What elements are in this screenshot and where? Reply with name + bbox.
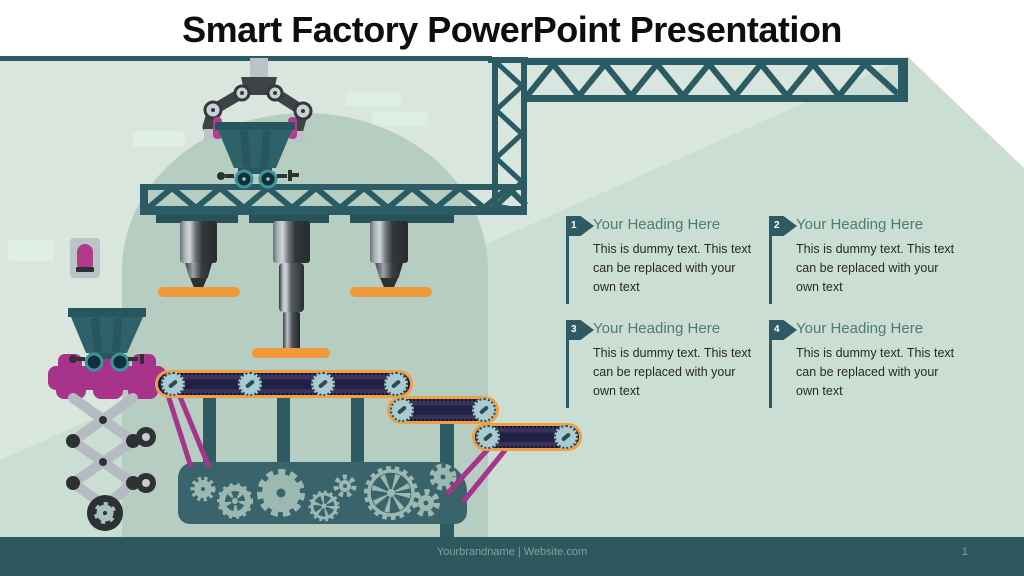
- gears: [190, 463, 457, 522]
- press-pad-2: [252, 348, 330, 358]
- flag-marker-2: 2: [769, 216, 797, 236]
- flag-marker-4: 4: [769, 320, 797, 340]
- piston-3-tip: [380, 278, 398, 287]
- alarm-lamp: [70, 238, 100, 278]
- belt-roller: [238, 372, 262, 396]
- press-mount: [350, 215, 454, 223]
- piston-3: [370, 221, 408, 263]
- flag-marker-3: 3: [566, 320, 594, 340]
- press-mount: [156, 215, 238, 223]
- belt-roller: [472, 398, 496, 422]
- window-rect: [372, 112, 428, 127]
- block-body: This is dummy text. This text can be rep…: [796, 346, 955, 398]
- piston-1: [180, 221, 217, 263]
- belt-roller: [161, 372, 185, 396]
- slide-title: Smart Factory PowerPoint Presentation: [182, 9, 842, 50]
- belt-roller: [311, 372, 335, 396]
- piston-3-head: [375, 263, 403, 278]
- belt-roller: [554, 425, 578, 449]
- support-post: [277, 394, 290, 464]
- window-rect: [133, 131, 185, 147]
- alarm-lamp-base: [76, 267, 94, 272]
- text-block-2: 2 Your Heading Here This is dummy text. …: [763, 214, 954, 304]
- window-rect: [8, 240, 54, 261]
- block-heading: Your Heading Here: [796, 216, 924, 233]
- support-post: [351, 394, 364, 464]
- press-pad-1: [158, 287, 240, 297]
- footer-bar: Yourbrandname | Website.com 1: [0, 537, 1024, 576]
- piston-2: [273, 221, 310, 263]
- text-block-1: 1 Your Heading Here This is dummy text. …: [560, 214, 751, 304]
- block-heading: Your Heading Here: [593, 216, 721, 233]
- support-post: [203, 394, 216, 464]
- text-block-4: 4 Your Heading Here This is dummy text. …: [763, 318, 954, 408]
- footer-page-number: 1: [961, 546, 968, 558]
- conveyor-belt-1: [155, 370, 413, 398]
- block-body: This is dummy text. This text can be rep…: [593, 346, 752, 398]
- flag-marker-1: 1: [566, 216, 594, 236]
- text-block-3: 3 Your Heading Here This is dummy text. …: [560, 318, 751, 408]
- piston-2-rod: [279, 263, 304, 312]
- press-mount: [249, 215, 329, 223]
- piston-1-tip: [190, 278, 207, 287]
- block-body: This is dummy text. This text can be rep…: [593, 242, 752, 294]
- alarm-lamp-dome: [77, 244, 93, 267]
- belt-roller: [476, 425, 500, 449]
- press-pad-3: [350, 287, 432, 297]
- piston-2-rod-tip: [283, 312, 300, 349]
- footer-brand: Yourbrandname | Website.com: [436, 546, 588, 558]
- belt-roller: [384, 372, 408, 396]
- flag-pole: [769, 216, 772, 304]
- gear-housing: [178, 462, 467, 524]
- piston-1-head: [185, 263, 212, 278]
- flag-pole: [769, 320, 772, 408]
- block-heading: Your Heading Here: [593, 320, 721, 337]
- block-body: This is dummy text. This text can be rep…: [796, 242, 955, 294]
- block-heading: Your Heading Here: [796, 320, 924, 337]
- window-rect: [345, 92, 401, 106]
- flag-pole: [566, 216, 569, 304]
- belt-roller: [390, 398, 414, 422]
- flag-pole: [566, 320, 569, 408]
